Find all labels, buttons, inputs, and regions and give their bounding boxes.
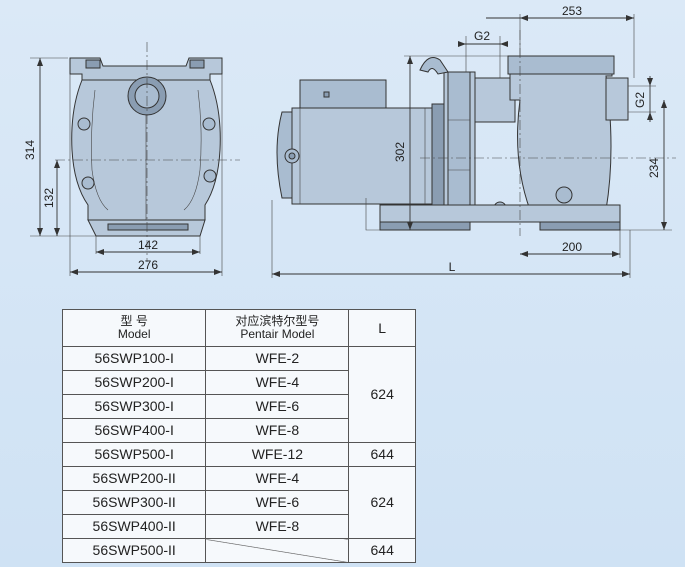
header-model-en: Model: [117, 327, 151, 341]
dim-142: 142: [138, 238, 158, 252]
dim-302: 302: [393, 142, 407, 162]
header-length: L: [348, 309, 416, 347]
table-row: 56SWP400-II WFE-8: [61, 514, 416, 539]
table-row: 56SWP500-II 644: [61, 538, 416, 563]
table-row: 56SWP300-II WFE-6: [61, 490, 416, 515]
dim-132: 132: [42, 188, 56, 208]
table-row: 56SWP500-I WFE-12 644: [61, 442, 416, 467]
dim-200: 200: [562, 240, 582, 254]
table-header-row: 型 号 Model 对应滨特尔型号 Pentair Model L: [61, 309, 416, 347]
model-cell: 56SWP500-II: [61, 538, 207, 563]
header-model-cn: 型 号: [120, 314, 148, 328]
table-row: 56SWP100-I WFE-2 624: [61, 346, 416, 443]
dim-276: 276: [138, 258, 158, 272]
dim-l: L: [449, 260, 456, 274]
pentair-cell: WFE-4: [205, 370, 350, 395]
dim-234: 234: [647, 158, 661, 178]
length-cell: 624: [348, 346, 416, 443]
model-cell: 56SWP300-II: [61, 490, 207, 515]
header-pentair-en: Pentair Model: [240, 327, 315, 341]
dim-g2-outlet: G2: [474, 29, 490, 43]
dim-253: 253: [562, 4, 582, 18]
pentair-cell: WFE-2: [205, 346, 350, 371]
pentair-cell: WFE-4: [205, 466, 350, 491]
model-cell: 56SWP400-I: [61, 418, 207, 443]
model-table: 型 号 Model 对应滨特尔型号 Pentair Model L 56SWP1…: [61, 309, 416, 563]
pentair-cell: WFE-8: [205, 418, 350, 443]
capacitor-box: [299, 79, 387, 109]
pentair-cell: WFE-6: [205, 394, 350, 419]
pentair-cell: WFE-8: [205, 514, 350, 539]
length-cell: 644: [348, 442, 416, 467]
pentair-cell-empty: [205, 538, 350, 563]
header-pentair: 对应滨特尔型号 Pentair Model: [205, 309, 350, 347]
model-cell: 56SWP300-I: [61, 394, 207, 419]
table-row: 56SWP200-II WFE-4 624: [61, 466, 416, 539]
dim-g2-inlet: G2: [633, 92, 647, 108]
motor-body: [291, 107, 433, 205]
model-cell: 56SWP200-I: [61, 370, 207, 395]
header-model: 型 号 Model: [61, 309, 207, 347]
outlet-pipe: [474, 77, 516, 123]
model-cell: 56SWP200-II: [61, 466, 207, 491]
model-cell: 56SWP400-II: [61, 514, 207, 539]
dim-314: 314: [23, 140, 37, 160]
length-cell: 644: [348, 538, 416, 563]
model-cell: 56SWP100-I: [61, 346, 207, 371]
inlet-pipe: [605, 77, 629, 121]
model-cell: 56SWP500-I: [61, 442, 207, 467]
header-pentair-cn: 对应滨特尔型号: [235, 314, 320, 328]
pentair-cell: WFE-12: [205, 442, 350, 467]
table-row: 56SWP200-I WFE-4: [61, 370, 416, 395]
length-cell: 624: [348, 466, 416, 539]
pentair-cell: WFE-6: [205, 490, 350, 515]
side-view: 253 G2 G2 302 234 200: [271, 4, 676, 278]
front-view: 314 132 142 276: [23, 42, 240, 276]
